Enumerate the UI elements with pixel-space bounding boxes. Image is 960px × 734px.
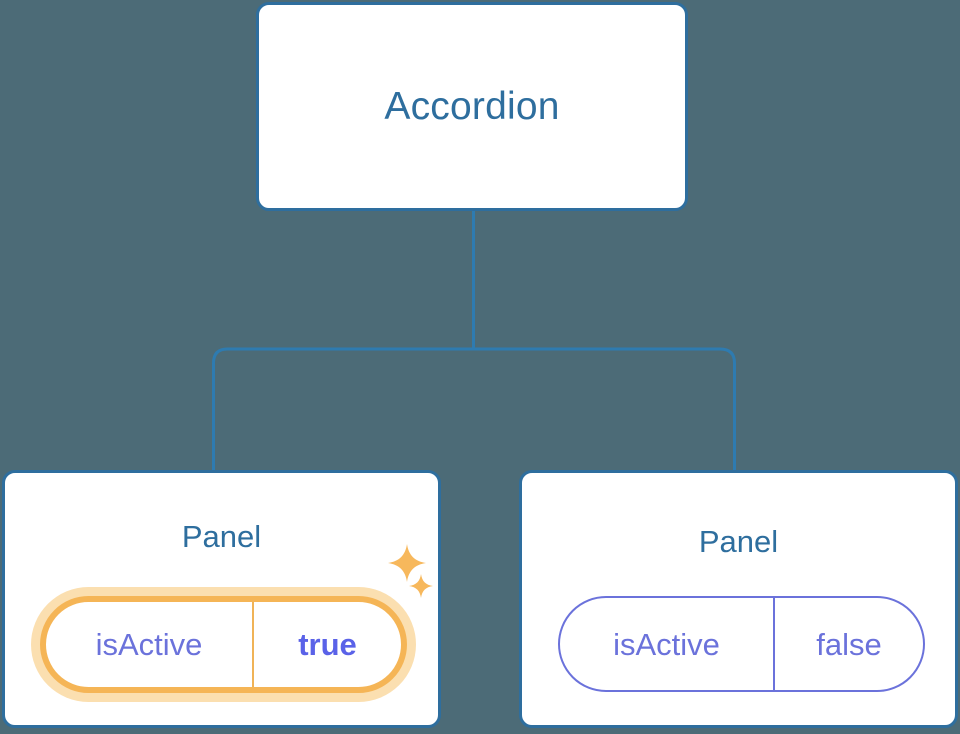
- sparkle-icon-large: [388, 544, 426, 582]
- node-panel-left[interactable]: Panel isActive true: [2, 470, 441, 728]
- prop-pill-key: isActive: [560, 598, 775, 690]
- prop-pill-isactive-false[interactable]: isActive false: [558, 596, 925, 692]
- prop-pill-isactive-true[interactable]: isActive true: [40, 596, 407, 693]
- node-panel-right-label: Panel: [698, 524, 779, 559]
- prop-pill-key: isActive: [46, 602, 254, 687]
- sparkle-icon-small: [409, 574, 433, 598]
- prop-pill-value: false: [816, 626, 882, 662]
- prop-pill-highlight-wrapper: isActive true: [31, 587, 416, 702]
- node-accordion-label: Accordion: [384, 85, 560, 128]
- node-panel-left-label: Panel: [181, 519, 262, 554]
- node-panel-right[interactable]: Panel isActive false: [519, 470, 958, 728]
- prop-pill-value: true: [298, 627, 357, 662]
- node-accordion[interactable]: Accordion: [256, 2, 688, 211]
